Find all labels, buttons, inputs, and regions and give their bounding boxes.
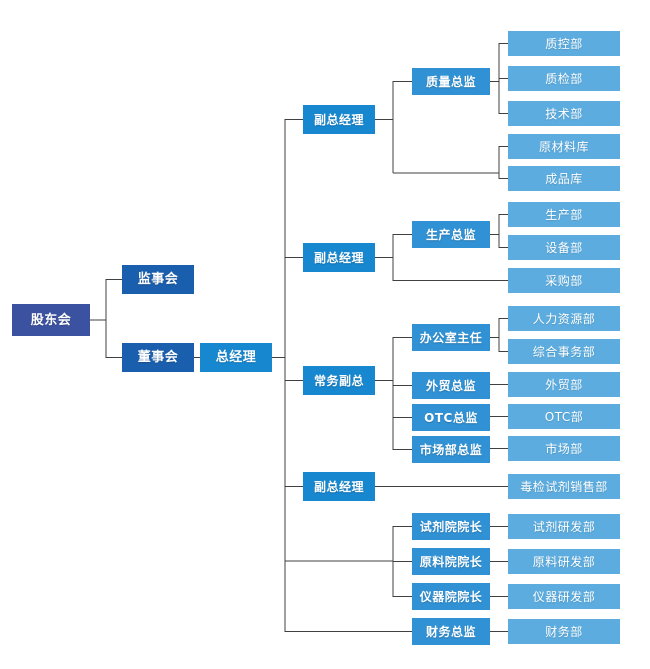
connector-n5-to-n6: [375, 80, 412, 121]
connector-n6-to-n9: [490, 80, 508, 115]
org-node-n13[interactable]: 生产总监: [412, 221, 490, 248]
connector-n13-to-n14: [490, 213, 508, 236]
org-node-n29[interactable]: 试剂院院长: [412, 513, 490, 540]
connector-n17-to-n18: [375, 336, 412, 382]
org-node-n36[interactable]: 财务部: [508, 619, 620, 644]
org-node-n16[interactable]: 采购部: [508, 268, 620, 293]
org-node-n11[interactable]: 成品库: [508, 166, 620, 191]
org-node-n17[interactable]: 常务副总: [303, 366, 375, 395]
org-node-n28[interactable]: 毒检试剂销售部: [508, 474, 620, 499]
connector-n-warehouse-to-n10: [393, 145, 508, 174]
connector-n12-to-n16: [375, 256, 508, 282]
connector-n13-to-n15: [490, 233, 508, 249]
org-node-n24[interactable]: OTC部: [508, 404, 620, 429]
connector-n18-to-n19: [490, 317, 508, 339]
org-node-n26[interactable]: 市场部: [508, 436, 620, 461]
connector-n-warehouse-to-n11: [393, 172, 508, 180]
connector-n18-to-n20: [490, 336, 508, 353]
connector-n6-to-n7: [490, 42, 508, 83]
org-node-n21[interactable]: 外贸总监: [412, 372, 490, 399]
connector-n4-to-n27: [272, 356, 303, 488]
org-node-n4[interactable]: 总经理: [200, 343, 272, 372]
org-node-n31[interactable]: 原料院院长: [412, 548, 490, 575]
org-node-n35[interactable]: 财务总监: [412, 618, 490, 645]
org-node-n3[interactable]: 董事会: [122, 343, 194, 372]
org-node-n8[interactable]: 质检部: [508, 66, 620, 91]
org-node-n18[interactable]: 办公室主任: [412, 324, 490, 351]
org-node-n7[interactable]: 质控部: [508, 31, 620, 56]
org-node-n23[interactable]: OTC总监: [412, 404, 490, 431]
org-node-n27[interactable]: 副总经理: [303, 472, 375, 501]
org-node-n14[interactable]: 生产部: [508, 202, 620, 227]
connector-n1-to-n3: [90, 319, 122, 359]
org-node-n2[interactable]: 监事会: [122, 265, 194, 294]
connector-n6-to-n8: [490, 77, 508, 83]
connector-n-research-to-n29: [392, 525, 412, 561]
org-node-n22[interactable]: 外贸部: [508, 372, 620, 397]
org-node-n15[interactable]: 设备部: [508, 235, 620, 260]
connector-n5-to-n-warehouse: [375, 118, 394, 173]
org-node-n5[interactable]: 副总经理: [303, 105, 375, 134]
org-node-n6[interactable]: 质量总监: [412, 68, 490, 95]
org-node-n20[interactable]: 综合事务部: [508, 339, 620, 364]
connector-n4-to-n17: [272, 356, 303, 382]
connector-n12-to-n13: [375, 233, 412, 259]
org-node-n25[interactable]: 市场部总监: [412, 436, 490, 463]
org-node-n12[interactable]: 副总经理: [303, 243, 375, 272]
org-node-n34[interactable]: 仪器研发部: [508, 584, 620, 609]
org-node-n10[interactable]: 原材料库: [508, 134, 620, 159]
org-node-n9[interactable]: 技术部: [508, 101, 620, 126]
connector-n4-to-n12: [272, 256, 303, 359]
connector-n17-to-n21: [375, 379, 412, 387]
connector-n4-to-n5: [272, 118, 303, 359]
org-node-n19[interactable]: 人力资源部: [508, 306, 620, 331]
connector-n17-to-n25: [375, 379, 412, 451]
org-node-n1[interactable]: 股东会: [12, 304, 90, 336]
org-node-n30[interactable]: 试剂研发部: [508, 514, 620, 539]
connector-n17-to-n23: [375, 379, 412, 419]
connector-n-research-to-n33: [392, 561, 412, 598]
connector-n-research-to-n31: [392, 560, 412, 563]
connector-n1-to-n2: [90, 278, 122, 321]
org-node-n33[interactable]: 仪器院院长: [412, 583, 490, 610]
org-node-n32[interactable]: 原料研发部: [508, 549, 620, 574]
